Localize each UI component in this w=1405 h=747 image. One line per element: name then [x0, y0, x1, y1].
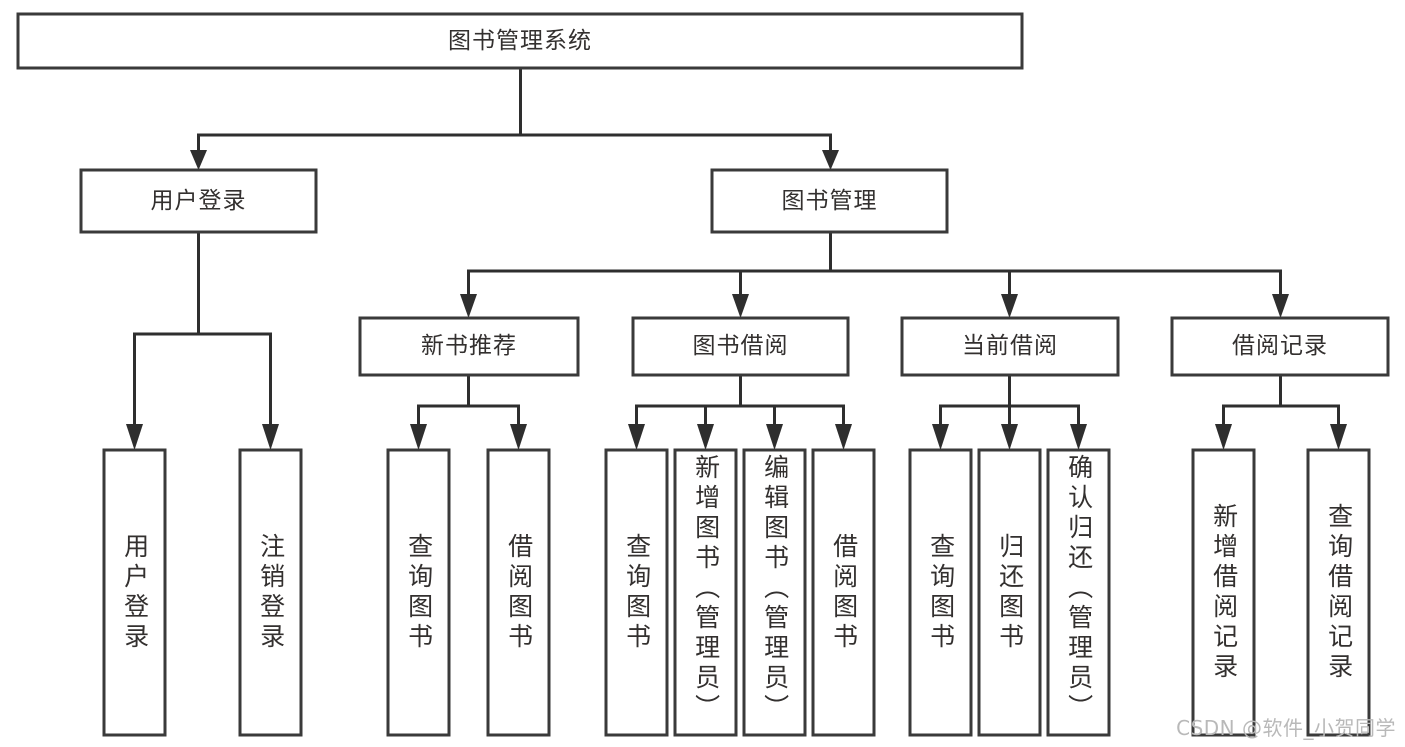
arrowhead-book-manage	[822, 150, 839, 170]
box-book-borrow[interactable]	[631, 316, 850, 377]
arrowhead-leaf-return-book	[1001, 424, 1018, 450]
arrowhead-leaf-borrow-book-1	[510, 424, 527, 450]
arrowhead-leaf-edit-book	[766, 424, 783, 450]
box-leaf-logout-login[interactable]	[238, 448, 303, 737]
box-leaf-return-book[interactable]	[977, 448, 1042, 737]
box-leaf-query-book-1[interactable]	[386, 448, 451, 737]
arrowhead-borrow-record	[1272, 294, 1289, 318]
box-user-login[interactable]	[79, 168, 318, 234]
box-leaf-add-borrow-record[interactable]	[1191, 448, 1256, 737]
box-leaf-query-book-2[interactable]	[604, 448, 669, 737]
box-leaf-add-book[interactable]	[673, 448, 738, 737]
box-leaf-query-book-3[interactable]	[908, 448, 973, 737]
arrowhead-current-borrow	[1001, 294, 1018, 318]
box-leaf-query-borrow-record[interactable]	[1306, 448, 1371, 737]
arrowhead-leaf-confirm-return	[1070, 424, 1087, 450]
box-root[interactable]	[16, 12, 1024, 70]
arrowhead-leaf-add-book	[697, 424, 714, 450]
arrowhead-new-book	[460, 294, 477, 318]
arrowhead-leaf-borrow-book-2	[835, 424, 852, 450]
arrowhead-leaf-query-borrow-record	[1330, 424, 1347, 450]
connector-layer	[126, 66, 1347, 450]
arrowhead-leaf-user-login	[126, 424, 143, 450]
box-leaf-borrow-book-2[interactable]	[811, 448, 876, 737]
box-leaf-user-login[interactable]	[102, 448, 167, 737]
box-new-book-recommend[interactable]	[358, 316, 580, 377]
arrowhead-leaf-query-book-3	[932, 424, 949, 450]
node-box-layer	[16, 12, 1390, 737]
arrowhead-leaf-add-borrow-record	[1215, 424, 1232, 450]
arrowhead-book-borrow	[732, 294, 749, 318]
box-leaf-confirm-return[interactable]	[1046, 448, 1111, 737]
box-current-borrow[interactable]	[900, 316, 1120, 377]
arrowhead-leaf-query-book-2	[628, 424, 645, 450]
arrowhead-leaf-query-book-1	[410, 424, 427, 450]
arrowhead-user-login	[190, 150, 207, 170]
box-leaf-borrow-book-1[interactable]	[486, 448, 551, 737]
box-leaf-edit-book[interactable]	[742, 448, 807, 737]
arrowhead-leaf-logout-login	[262, 424, 279, 450]
csdn-watermark: CSDN @软件_小贺同学	[1176, 716, 1396, 740]
box-book-manage[interactable]	[710, 168, 949, 234]
box-borrow-record[interactable]	[1170, 316, 1390, 377]
